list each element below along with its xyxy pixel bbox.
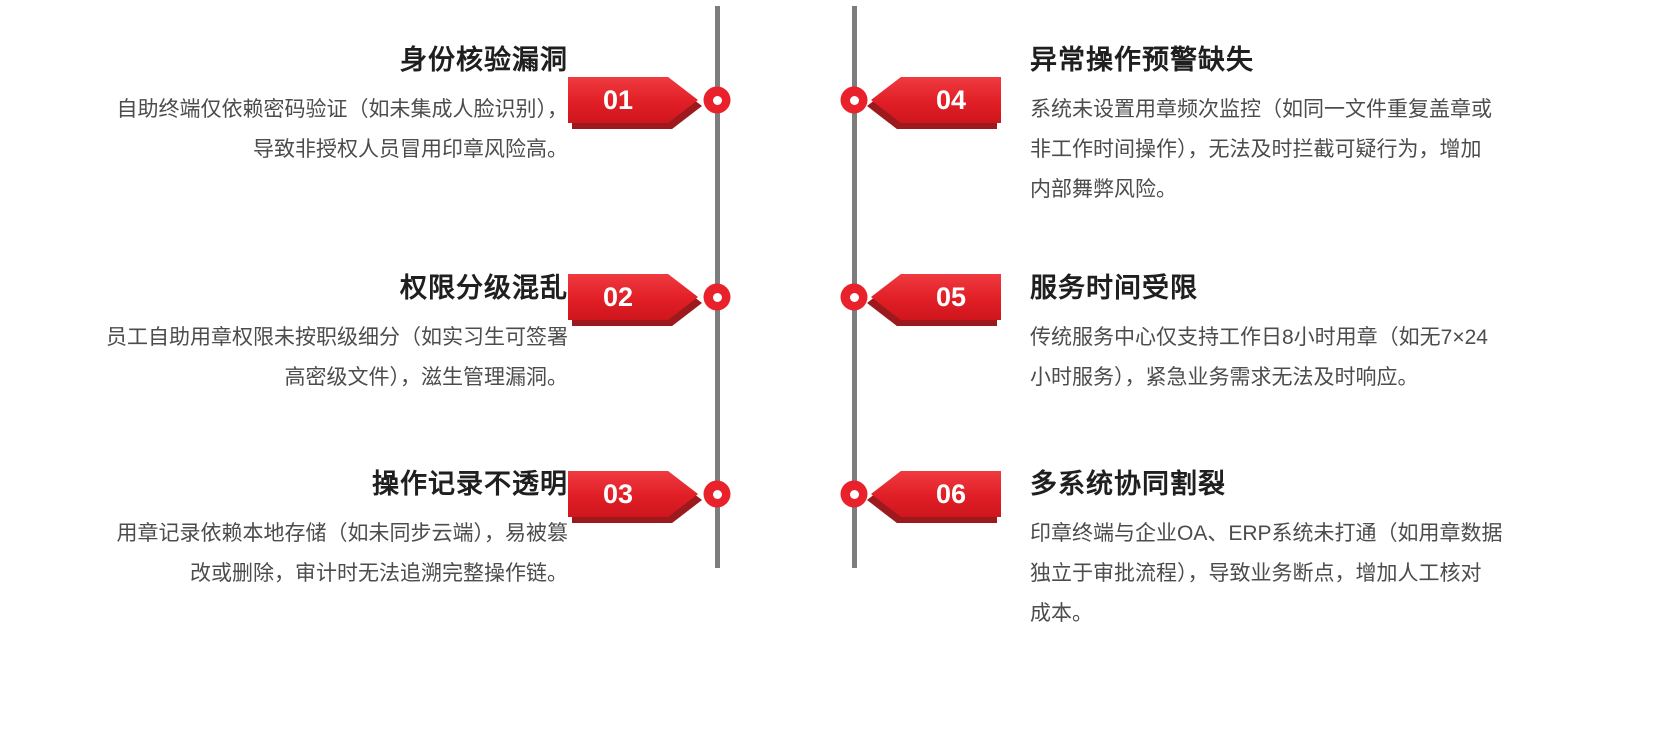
desc-line: 小时服务），紧急业务需求无法及时响应。: [1030, 366, 1419, 389]
timeline-dot-02: [703, 283, 731, 311]
item-title: 身份核验漏洞: [400, 45, 568, 75]
item-operation-records: 操作记录不透明 用章记录依赖本地存储（如未同步云端），易被篡 改或删除，审计时无…: [12, 462, 569, 594]
item-description: 传统服务中心仅支持工作日8小时用章（如无7×24 小时服务），紧急业务需求无法及…: [1030, 318, 1570, 398]
step-number: 02: [602, 282, 634, 312]
timeline-dot-03: [703, 480, 731, 508]
desc-line: 用章记录依赖本地存储（如未同步云端），易被篡: [116, 522, 569, 545]
badge-face: [568, 274, 698, 320]
timeline-dot-01: [703, 86, 731, 114]
timeline-dot-05: [840, 283, 868, 311]
item-title: 服务时间受限: [1030, 273, 1198, 303]
desc-line: 系统未设置用章频次监控（如同一文件重复盖章或: [1030, 98, 1492, 121]
step-badge-02: 02: [568, 274, 702, 326]
item-description: 印章终端与企业OA、ERP系统未打通（如用章数据 独立于审批流程），导致业务断点…: [1030, 514, 1570, 634]
desc-line: 传统服务中心仅支持工作日8小时用章（如无7×24: [1030, 326, 1488, 349]
step-badge-03: 03: [568, 471, 702, 523]
item-title: 异常操作预警缺失: [1030, 45, 1254, 75]
desc-line: 改或删除，审计时无法追溯完整操作链。: [190, 562, 568, 585]
desc-line: 内部舞弊风险。: [1030, 178, 1177, 201]
item-description: 自助终端仅依赖密码验证（如未集成人脸识别）， 导致非授权人员冒用印章风险高。: [12, 90, 569, 170]
step-badge-04: 04: [867, 77, 1001, 129]
step-number: 04: [935, 85, 967, 115]
item-abnormal-operation-alert: 异常操作预警缺失 系统未设置用章频次监控（如同一文件重复盖章或 非工作时间操作）…: [1030, 38, 1570, 210]
step-badge-01: 01: [568, 77, 702, 129]
step-number: 06: [935, 479, 967, 509]
item-permission-levels: 权限分级混乱 员工自助用章权限未按职级细分（如实习生可签署 高密级文件），滋生管…: [12, 266, 568, 398]
step-badge-06: 06: [867, 471, 1001, 523]
item-title: 权限分级混乱: [400, 273, 568, 303]
step-number: 01: [602, 85, 634, 115]
step-number: 03: [602, 479, 634, 509]
item-service-hours: 服务时间受限 传统服务中心仅支持工作日8小时用章（如无7×24 小时服务），紧急…: [1030, 266, 1570, 398]
desc-line: 印章终端与企业OA、ERP系统未打通（如用章数据: [1030, 522, 1503, 545]
badge-face: [871, 471, 1001, 517]
desc-line: 高密级文件），滋生管理漏洞。: [284, 366, 569, 389]
timeline-dot-04: [840, 86, 868, 114]
badge-face: [871, 274, 1001, 320]
item-description: 员工自助用章权限未按职级细分（如实习生可签署 高密级文件），滋生管理漏洞。: [12, 318, 568, 398]
badge-face: [568, 471, 698, 517]
item-title: 操作记录不透明: [372, 469, 568, 499]
desc-line: 成本。: [1030, 602, 1093, 625]
step-badge-05: 05: [867, 274, 1001, 326]
badge-face: [568, 77, 698, 123]
item-system-silos: 多系统协同割裂 印章终端与企业OA、ERP系统未打通（如用章数据 独立于审批流程…: [1030, 462, 1570, 634]
item-title: 多系统协同割裂: [1030, 469, 1226, 499]
item-identity-verification: 身份核验漏洞 自助终端仅依赖密码验证（如未集成人脸识别）， 导致非授权人员冒用印…: [12, 38, 569, 170]
desc-line: 独立于审批流程），导致业务断点，增加人工核对: [1030, 562, 1482, 585]
timeline-dot-06: [840, 480, 868, 508]
item-description: 用章记录依赖本地存储（如未同步云端），易被篡 改或删除，审计时无法追溯完整操作链…: [12, 514, 569, 594]
desc-line: 员工自助用章权限未按职级细分（如实习生可签署: [106, 326, 568, 349]
desc-line: 非工作时间操作），无法及时拦截可疑行为，增加: [1030, 138, 1482, 161]
desc-line: 自助终端仅依赖密码验证（如未集成人脸识别），: [116, 98, 569, 121]
desc-line: 导致非授权人员冒用印章风险高。: [253, 138, 568, 161]
badge-face: [871, 77, 1001, 123]
step-number: 05: [935, 282, 967, 312]
item-description: 系统未设置用章频次监控（如同一文件重复盖章或 非工作时间操作），无法及时拦截可疑…: [1030, 90, 1570, 210]
